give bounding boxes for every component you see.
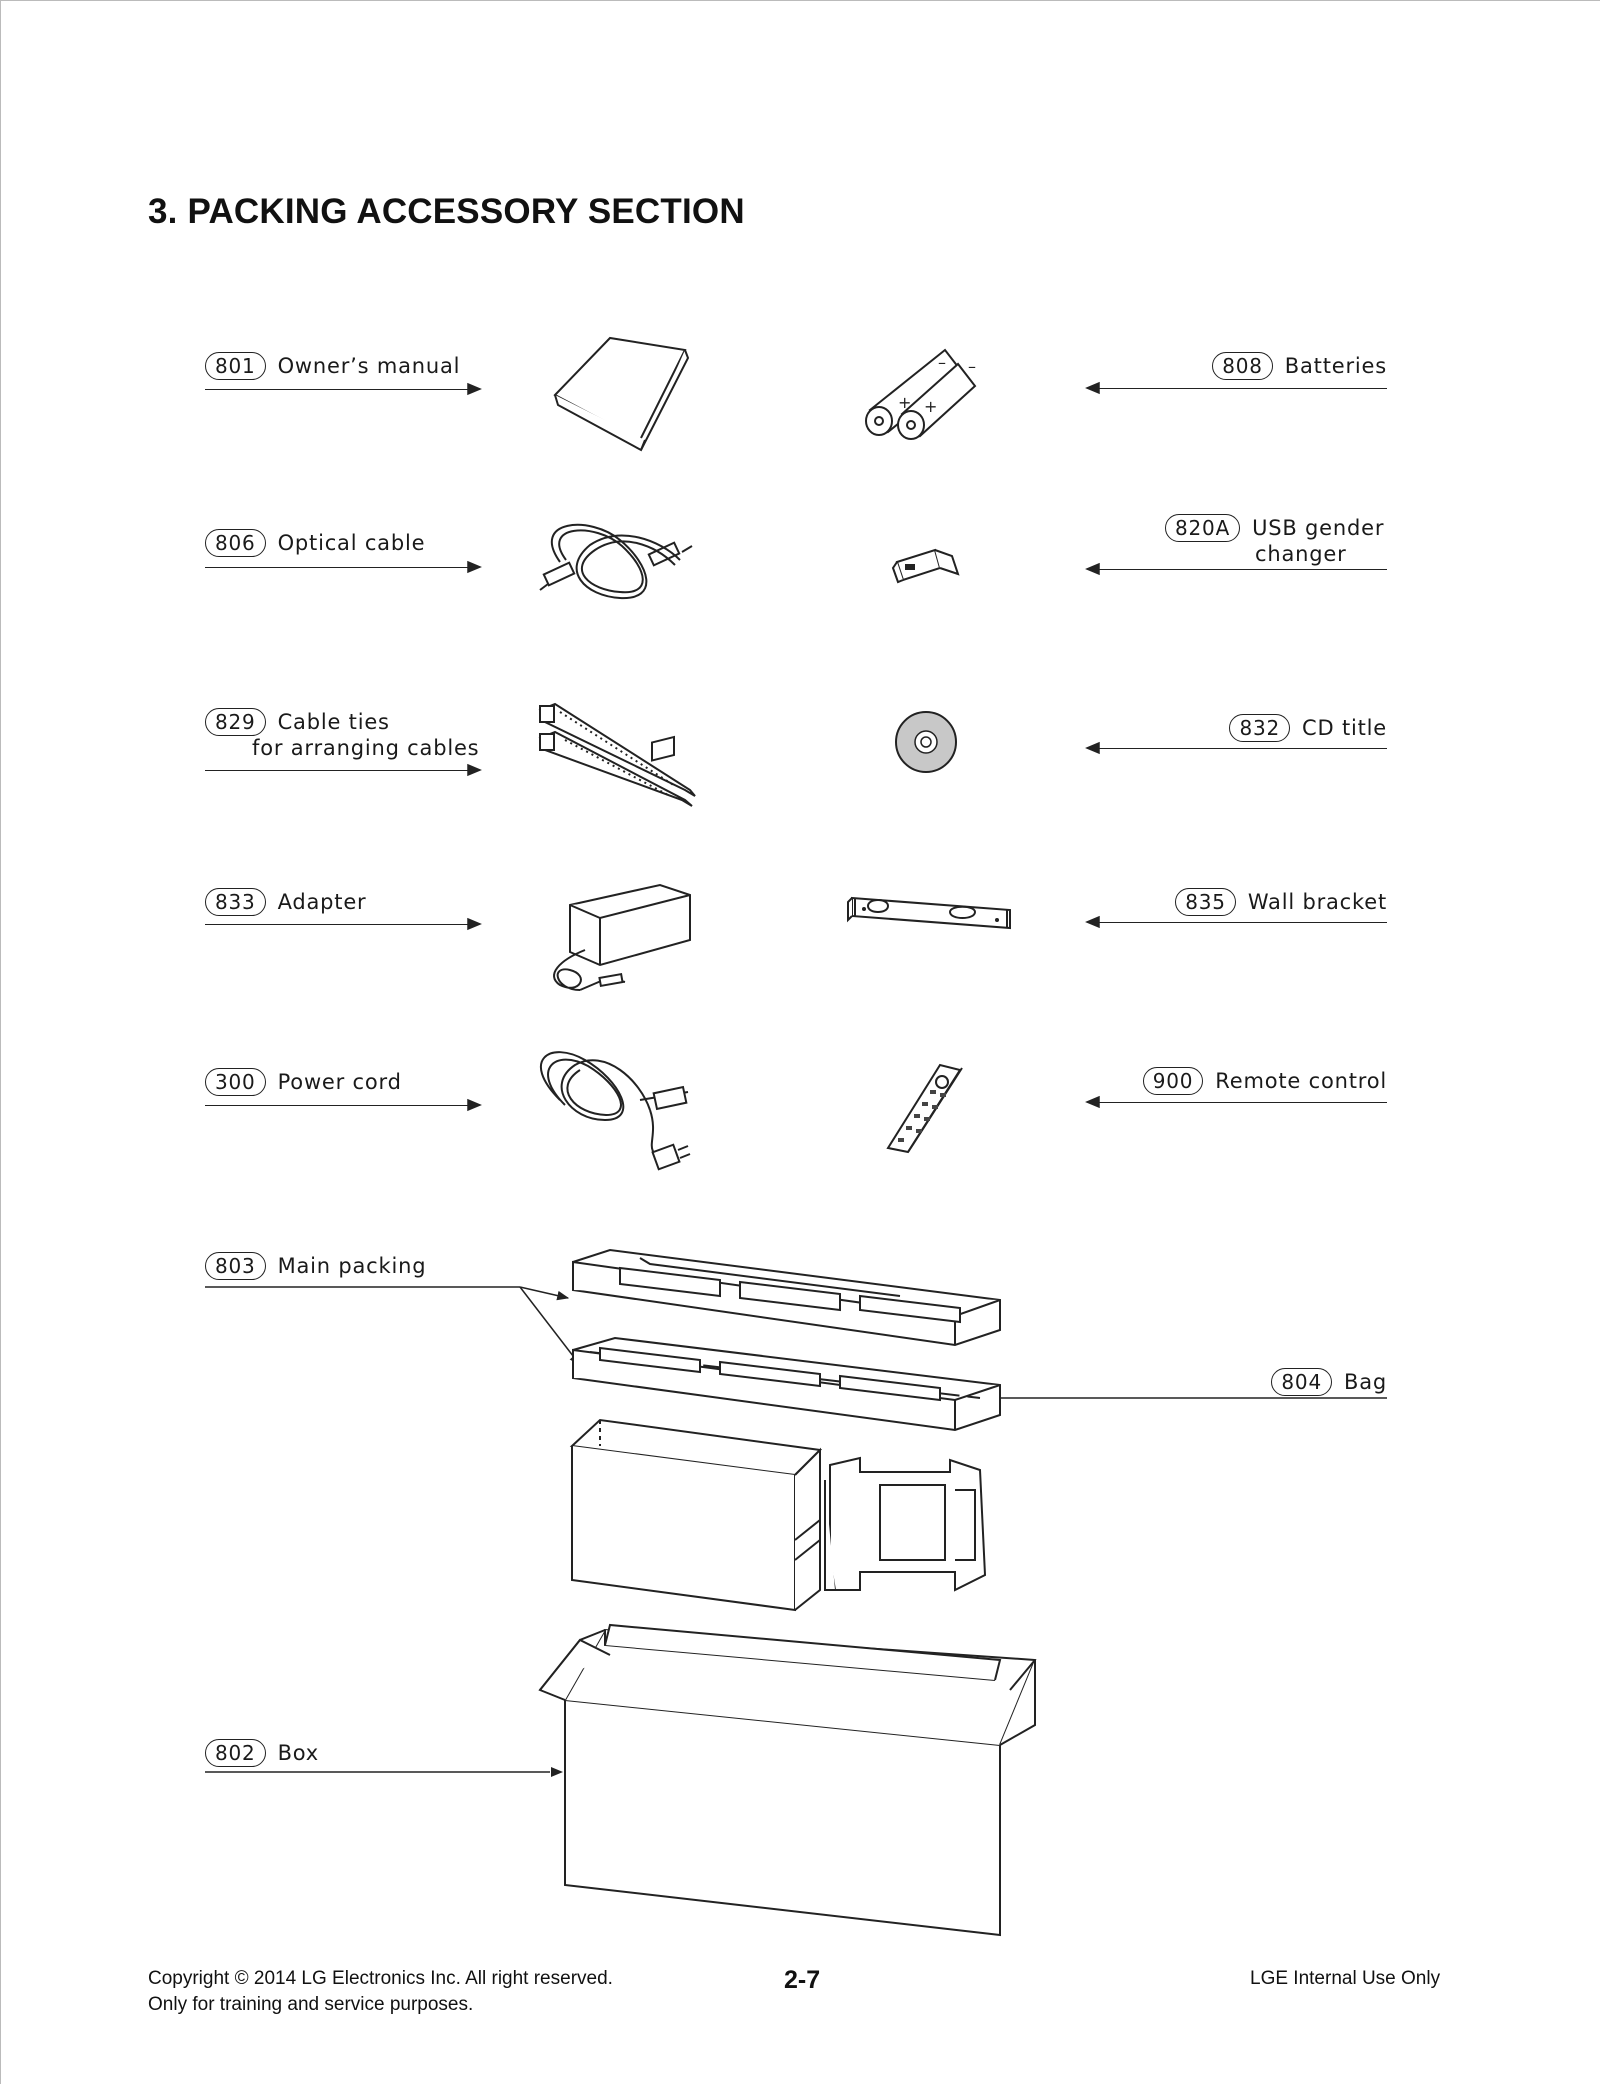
cd-icon — [895, 711, 957, 773]
leader-line — [1090, 748, 1387, 749]
part-label: USB gender — [1252, 516, 1385, 540]
leader-line — [1090, 922, 1387, 923]
item-power-cord: 300 Power cord — [205, 1068, 402, 1096]
part-code: 820A — [1165, 514, 1241, 542]
section-title: 3. PACKING ACCESSORY SECTION — [148, 192, 745, 231]
box-icon — [538, 1623, 1037, 1937]
main-packing-leaders — [205, 1286, 1387, 1399]
part-code: 808 — [1212, 352, 1273, 380]
part-code: 300 — [205, 1068, 266, 1096]
svg-text:+: + — [924, 397, 937, 416]
part-label: Remote control — [1215, 1069, 1387, 1093]
part-code: 833 — [205, 888, 266, 916]
svg-text:–: – — [968, 357, 976, 376]
part-label: Optical cable — [277, 531, 426, 555]
svg-text:+: + — [898, 393, 911, 412]
part-label: Bag — [1343, 1370, 1387, 1394]
item-usb-gender-changer: 820A USB gender — [1165, 514, 1384, 542]
part-code: 829 — [205, 708, 266, 736]
leader-line — [205, 770, 475, 771]
part-label: Box — [277, 1741, 320, 1765]
leader-line — [205, 567, 475, 568]
leader-line — [1090, 569, 1387, 570]
item-owners-manual: 801 Owner’s manual — [205, 352, 460, 380]
item-bag: 804 Bag — [1000, 1368, 1387, 1396]
leader-line — [1090, 1102, 1387, 1103]
cable-ties-icon — [538, 702, 696, 807]
page-border-top — [0, 0, 1600, 1]
leader-line — [205, 1105, 475, 1106]
page-border-left — [0, 0, 1, 2084]
optical-cable-icon — [539, 523, 693, 600]
part-label: CD title — [1302, 716, 1387, 740]
part-label: Owner’s manual — [277, 354, 461, 378]
part-label: Adapter — [277, 890, 367, 914]
footer-internal: LGE Internal Use Only — [1250, 1968, 1441, 1989]
part-code: 802 — [205, 1739, 266, 1767]
part-code: 900 — [1142, 1067, 1204, 1095]
part-code: 806 — [205, 529, 266, 557]
item-wall-bracket: 835 Wall bracket — [1000, 888, 1387, 916]
item-optical-cable: 806 Optical cable — [205, 529, 425, 557]
part-code: 804 — [1271, 1368, 1332, 1396]
part-sublabel: for arranging cables — [252, 736, 480, 760]
wall-bracket-icon — [847, 896, 1011, 930]
item-cable-ties: 829 Cable ties — [205, 708, 390, 736]
footer-copyright: Copyright © 2014 LG Electronics Inc. All… — [148, 1968, 613, 1989]
remote-control-icon — [886, 1063, 963, 1154]
leader-line — [205, 389, 475, 390]
item-box: 802 Box — [205, 1739, 319, 1767]
part-label: Wall bracket — [1247, 890, 1387, 914]
arrowheads — [467, 381, 1100, 1112]
item-batteries: 808 Batteries — [1000, 352, 1387, 380]
part-code: 801 — [205, 352, 266, 380]
part-code: 835 — [1175, 888, 1236, 916]
footer-purpose: Only for training and service purposes. — [148, 1994, 474, 2015]
leader-line — [205, 924, 475, 925]
tv-set-in-packing-icon — [569, 1418, 987, 1612]
usb-gender-changer-icon — [891, 548, 960, 584]
part-code: 803 — [205, 1252, 266, 1280]
main-packing-top-icon — [572, 1248, 1001, 1347]
leader-line — [1090, 388, 1387, 389]
batteries-icon: + + – – — [865, 348, 977, 440]
part-label: Power cord — [277, 1070, 402, 1094]
part-label: Main packing — [277, 1254, 427, 1278]
item-adapter: 833 Adapter — [205, 888, 367, 916]
part-label: Batteries — [1284, 354, 1387, 378]
page-number: 2-7 — [784, 1966, 821, 1994]
part-code: 832 — [1229, 714, 1291, 742]
box-arrowhead — [551, 1767, 563, 1777]
item-cd-title: 832 CD title — [1000, 714, 1387, 742]
part-sublabel: changer — [1255, 542, 1347, 566]
svg-text:–: – — [938, 353, 946, 372]
part-label: Cable ties — [277, 710, 390, 734]
item-remote-control: 900 Remote control — [1000, 1067, 1387, 1095]
main-packing-bottom-icon — [572, 1336, 1001, 1432]
adapter-icon — [553, 735, 691, 991]
power-cord-icon — [539, 1051, 691, 1171]
owners-manual-icon — [553, 336, 690, 452]
item-main-packing: 803 Main packing — [205, 1252, 426, 1280]
